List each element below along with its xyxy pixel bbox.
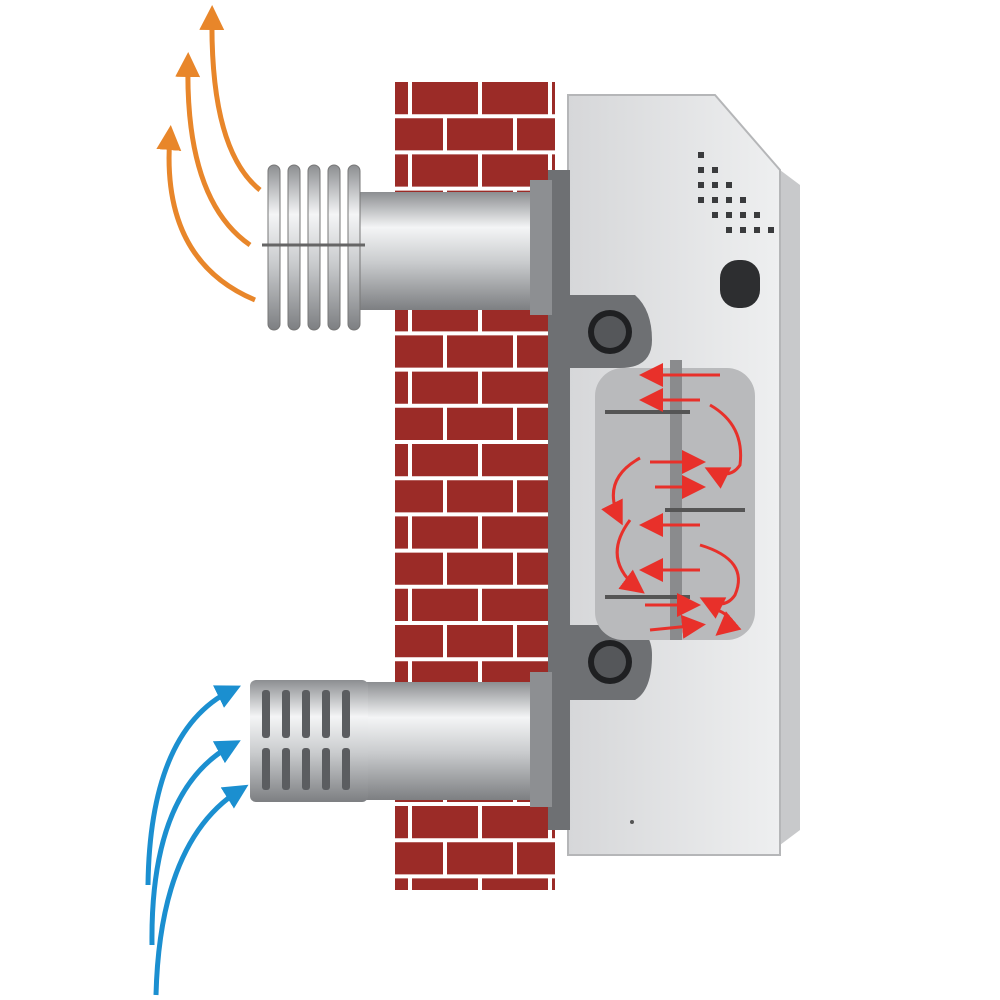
heat-flow-arrows <box>601 363 743 639</box>
fin <box>347 164 361 331</box>
exhaust-terminal-fins <box>262 164 365 331</box>
control-knob <box>720 260 760 308</box>
mounting-bracket <box>548 170 652 830</box>
fin <box>287 164 301 331</box>
intake-pipe <box>250 672 552 807</box>
exhaust-pipe <box>262 164 552 331</box>
fin <box>327 164 341 331</box>
intake-terminal <box>250 680 368 802</box>
heat-exchanger <box>595 360 755 640</box>
exhaust-flow-arrows <box>156 5 262 303</box>
fin <box>307 164 321 331</box>
vent-grille <box>698 152 774 233</box>
intake-flow-arrows <box>145 685 249 996</box>
fin <box>267 164 281 331</box>
